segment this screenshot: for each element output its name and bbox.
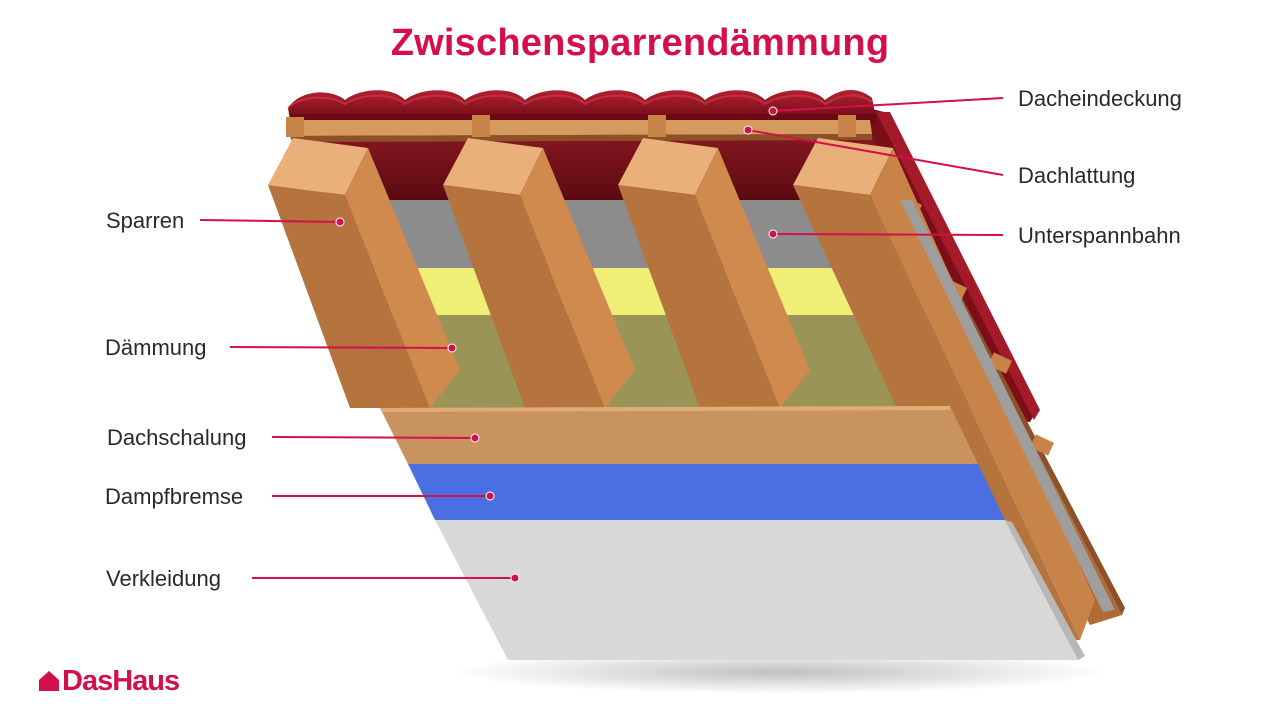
logo-text: DasHaus: [62, 665, 180, 697]
label-unterspannbahn: Unterspannbahn: [1018, 223, 1181, 248]
label-dacheindeckung: Dacheindeckung: [1018, 86, 1182, 111]
edge-strip: [900, 200, 1115, 612]
brand-logo[interactable]: DasHaus: [38, 665, 180, 697]
roof-battens: [286, 115, 872, 142]
roof-tiles: [287, 89, 876, 124]
diagram-title: Zwischensparrendämmung: [390, 22, 890, 64]
leader-lines: [199, 97, 1004, 579]
label-dampfbremse: Dampfbremse: [105, 484, 244, 509]
label-verkleidung: Verkleidung: [106, 566, 221, 591]
sheathing-layer: [380, 406, 978, 464]
vapor-barrier-layer: [408, 464, 1005, 520]
leader-dots: [335, 106, 778, 583]
ground-shadow: [450, 650, 1110, 694]
label-daemmung: Dämmung: [105, 335, 207, 360]
cladding-layer: [435, 520, 1078, 660]
label-sparren: Sparren: [106, 208, 185, 233]
label-dachlattung: Dachlattung: [1018, 163, 1136, 188]
house-icon: [39, 671, 59, 691]
label-dachschalung: Dachschalung: [107, 425, 247, 450]
